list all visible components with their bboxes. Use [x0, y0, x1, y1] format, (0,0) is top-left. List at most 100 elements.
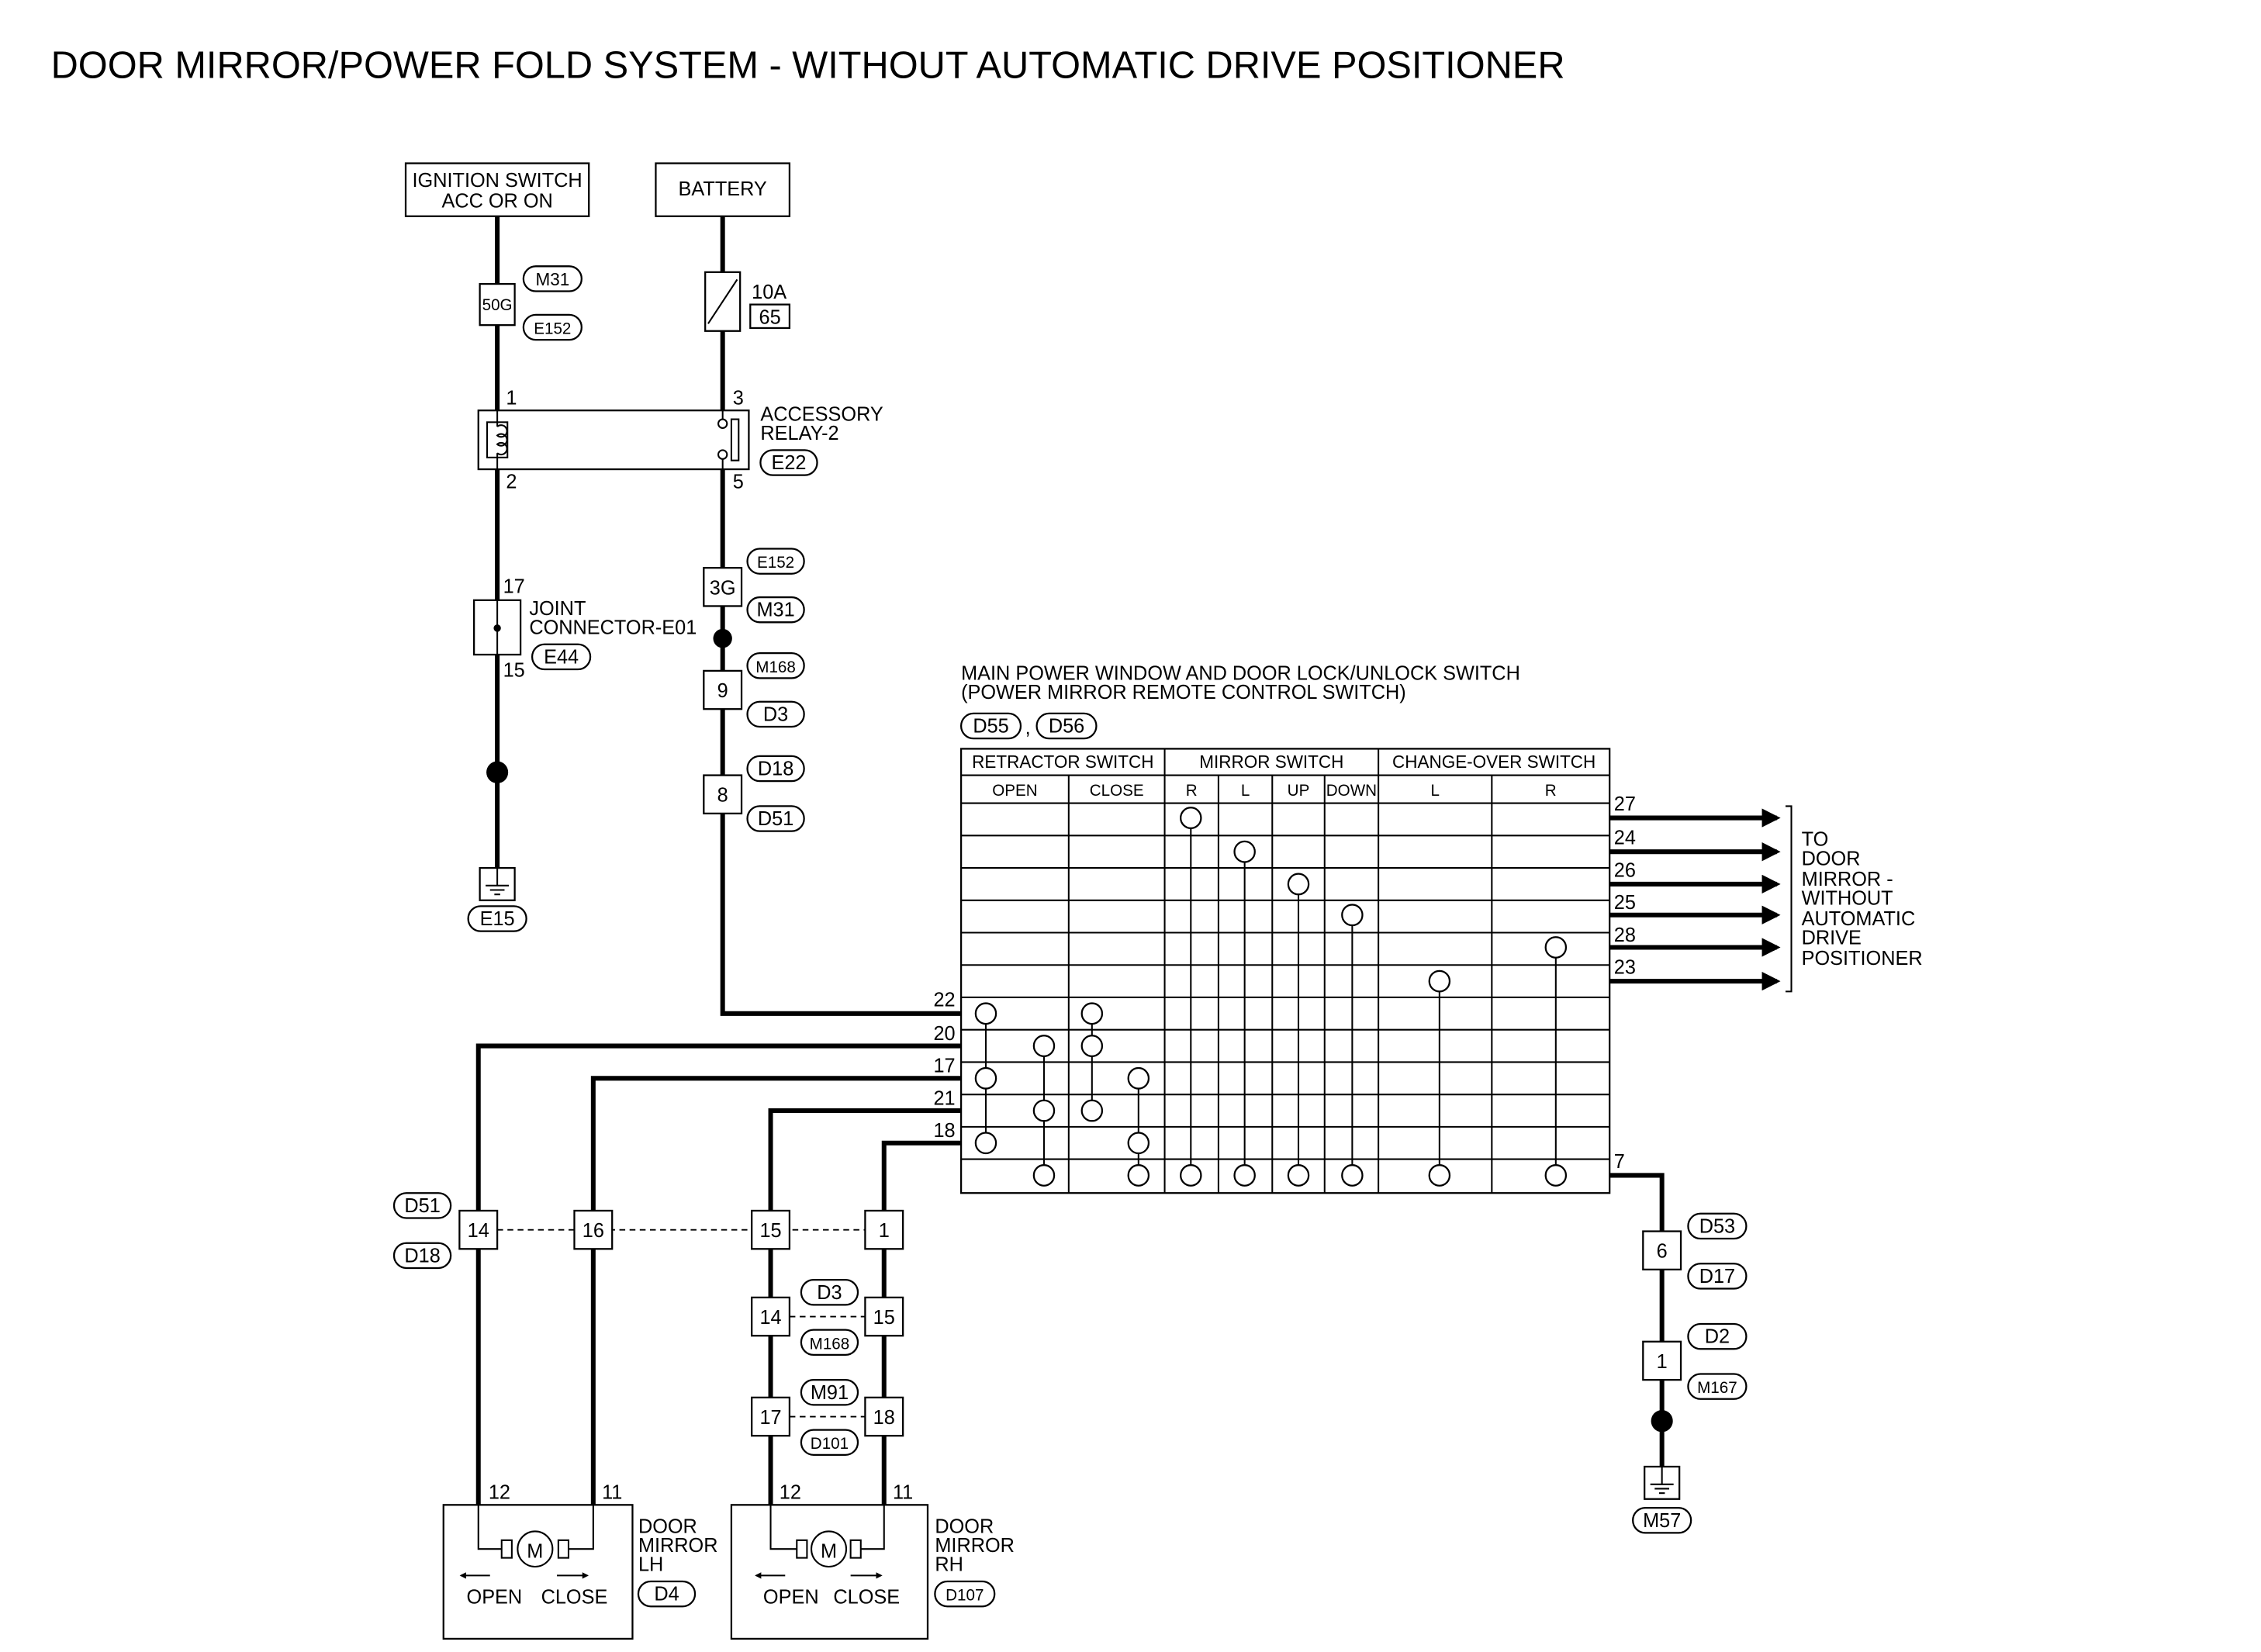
svg-text:15: 15: [759, 1220, 781, 1242]
pin-18: 18: [933, 1120, 955, 1142]
connector-d51-badge-2: D51: [392, 1192, 452, 1219]
svg-text:17: 17: [759, 1407, 781, 1429]
relay-pin-3: 3: [733, 387, 744, 409]
col-mirror-r: R: [1186, 782, 1198, 800]
ground-icon-e15: [479, 866, 516, 901]
connector-m91-pin-17: 17: [751, 1396, 791, 1437]
svg-text:OPEN: OPEN: [763, 1586, 819, 1608]
relay-pin-5: 5: [733, 472, 744, 493]
svg-text:M57: M57: [1643, 1510, 1681, 1532]
pin-20: 20: [933, 1023, 955, 1045]
connector-m168-badge-2: M168: [800, 1329, 859, 1357]
connector-m168-label: M168: [755, 658, 796, 676]
connector-d55-label: D55: [973, 715, 1008, 737]
pin-22: 22: [933, 989, 955, 1011]
group-change-over-switch: CHANGE-OVER SWITCH: [1392, 752, 1595, 772]
svg-text:M: M: [821, 1540, 837, 1562]
svg-text:D101: D101: [811, 1435, 849, 1453]
joint-pin-top: 17: [503, 575, 525, 597]
joint-connector-e01: [472, 599, 522, 656]
connector-d18-d51-pin-8: 8: [703, 774, 743, 815]
connector-d51-pin-1: 1: [864, 1209, 904, 1250]
connector-m168-d3-pin-9: 9: [703, 669, 743, 710]
fuse-number-box: [749, 303, 791, 330]
mirror-rh-name3: RH: [935, 1554, 963, 1576]
connector-d56-label: D56: [1049, 715, 1084, 737]
door-mirror-lh: M OPEN CLOSE: [442, 1504, 634, 1640]
pin-26: 26: [1614, 859, 1636, 881]
accessory-relay-2: [477, 410, 750, 471]
svg-text:M91: M91: [811, 1382, 849, 1404]
pin-3g: 3G: [710, 577, 736, 599]
svg-text:15: 15: [873, 1307, 895, 1329]
joint-name-line1: JOINT: [529, 598, 586, 620]
connector-e44-label: E44: [544, 646, 579, 668]
relay-name-line1: ACCESSORY: [760, 403, 883, 425]
pin-7: 7: [1614, 1151, 1625, 1173]
mirror-lh-pin-11: 11: [602, 1482, 622, 1504]
mirror-lh-name2: MIRROR: [638, 1535, 718, 1557]
fuse-icon: [704, 271, 742, 332]
fuse-rating: 10A: [752, 282, 787, 303]
svg-text:M168: M168: [810, 1335, 850, 1353]
svg-text:D2: D2: [1705, 1326, 1730, 1348]
door-mirror-rh: M OPEN CLOSE: [730, 1504, 929, 1640]
connector-m91-badge: M91: [800, 1378, 859, 1406]
col-close: CLOSE: [1090, 782, 1144, 800]
connector-m31-badge: M31: [522, 265, 583, 292]
connector-m31-label: M31: [535, 270, 569, 289]
connector-m168-badge: M168: [746, 651, 805, 679]
pin-8: 8: [717, 785, 728, 807]
ground-icon-m57: [1644, 1465, 1681, 1500]
svg-text:D17: D17: [1699, 1266, 1735, 1287]
svg-text:14: 14: [759, 1307, 781, 1329]
col-down: DOWN: [1326, 782, 1377, 800]
svg-text:14: 14: [468, 1220, 489, 1242]
connector-e44-badge: E44: [531, 643, 592, 671]
connector-m91-pin-18: 18: [864, 1396, 904, 1437]
connector-d3-pin-15: 15: [864, 1296, 904, 1337]
svg-text:M: M: [527, 1540, 543, 1562]
col-changeover-r: R: [1545, 782, 1557, 800]
svg-text:1: 1: [879, 1220, 890, 1242]
connector-m167-badge: M167: [1687, 1373, 1748, 1400]
connector-d18-badge-2: D18: [392, 1242, 452, 1270]
connector-d107-badge: D107: [934, 1580, 996, 1608]
mirror-rh-name1: DOOR: [935, 1515, 994, 1537]
svg-text:D3: D3: [817, 1282, 842, 1304]
switch-contacts: [974, 807, 1568, 1187]
battery-label: BATTERY: [679, 178, 767, 200]
svg-text:AUTOMATIC: AUTOMATIC: [1802, 908, 1916, 930]
fusible-link-code: 50G: [482, 296, 513, 314]
connector-d53-pin-6: 6: [1642, 1230, 1682, 1270]
connector-separator: ,: [1025, 717, 1031, 738]
connector-e15-badge: E15: [467, 905, 527, 932]
motor-icon-lh: [517, 1530, 554, 1568]
connector-d3-label: D3: [763, 703, 788, 725]
connector-d3-badge-2: D3: [800, 1278, 859, 1306]
output-bracket: [1786, 805, 1793, 993]
connector-d101-badge: D101: [800, 1429, 859, 1456]
fuse-number: 65: [759, 306, 781, 328]
joint-name-line2: CONNECTOR-E01: [529, 617, 697, 638]
main-switch-name-line2: (POWER MIRROR REMOTE CONTROL SWITCH): [961, 682, 1406, 703]
connector-d4-badge: D4: [637, 1580, 697, 1608]
connector-d18-badge: D18: [746, 755, 805, 783]
joint-pin-bottom: 15: [503, 659, 525, 681]
connector-e152-m31-pin-3g: 3G: [703, 566, 743, 607]
connector-d56-badge: D56: [1035, 712, 1098, 740]
col-up: UP: [1288, 782, 1310, 800]
svg-text:MIRROR -: MIRROR -: [1802, 869, 1893, 890]
connector-d2-pin-1: 1: [1642, 1340, 1682, 1381]
col-open: OPEN: [992, 782, 1037, 800]
relay-pin-1: 1: [506, 387, 517, 409]
svg-text:1: 1: [1657, 1351, 1668, 1373]
connector-d55-badge: D55: [959, 712, 1022, 740]
svg-text:D53: D53: [1699, 1215, 1735, 1237]
connector-d18-label: D18: [758, 758, 793, 779]
connector-e152-badge-2: E152: [746, 548, 805, 575]
ignition-switch-box: IGNITION SWITCH ACC OR ON: [404, 162, 590, 217]
svg-text:TO: TO: [1802, 828, 1829, 850]
diagram-title: DOOR MIRROR/POWER FOLD SYSTEM - WITHOUT …: [51, 44, 1565, 86]
